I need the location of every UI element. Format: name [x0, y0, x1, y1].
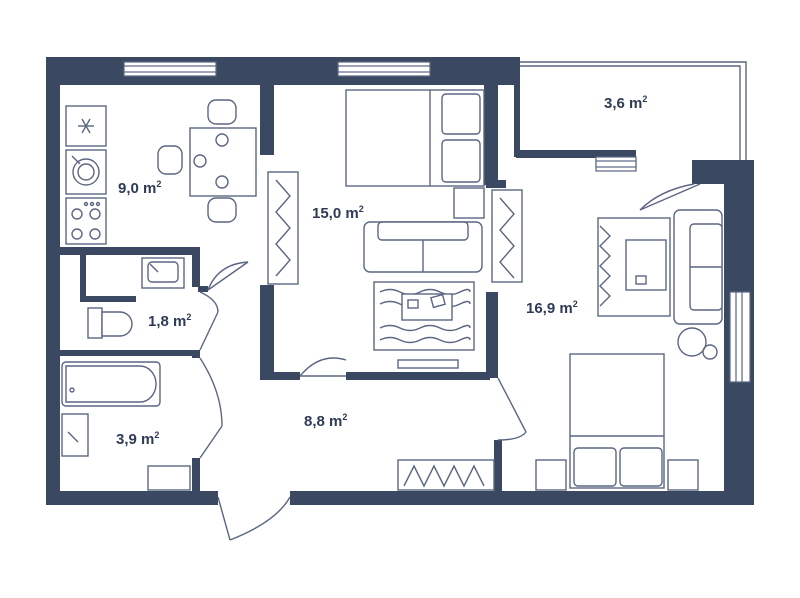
wardrobe [267, 171, 299, 285]
snowflake-icon [78, 118, 94, 134]
outer-walls [46, 57, 754, 505]
hall-area-label: 8,8 m2 [304, 412, 347, 430]
stove-icon [71, 201, 101, 240]
kitchen: 9,0 m2 [65, 99, 257, 245]
sink-icon [71, 155, 100, 186]
living-room: 16,9 m2 [491, 189, 723, 491]
toilet-icon [87, 307, 133, 339]
rug [373, 281, 475, 351]
bathtub-icon [61, 361, 161, 407]
bathroom-door [199, 425, 223, 459]
dining-table [157, 99, 257, 223]
bathroom-sink [61, 413, 89, 457]
armchair-sofa [673, 209, 723, 325]
bedroom: 15,0 m2 [267, 89, 485, 369]
balcony-area-label: 3,6 m2 [604, 94, 647, 112]
windows [123, 61, 751, 383]
hall-wardrobe [397, 459, 495, 491]
double-bed [345, 89, 485, 187]
nightstand [453, 187, 485, 219]
sink-icon [147, 261, 179, 283]
balcony [520, 61, 747, 211]
bedroom-area-label: 15,0 m2 [312, 204, 364, 222]
living-area-label: 16,9 m2 [526, 299, 578, 317]
nightstand-left [535, 459, 567, 491]
lamp [677, 327, 718, 360]
hall: 8,8 m2 [304, 412, 495, 491]
double-bed-2 [569, 353, 665, 489]
living-door [497, 377, 527, 433]
toilet-room: 1,8 m2 [87, 257, 191, 339]
toilet-door [199, 311, 219, 351]
kitchen-area-label: 9,0 m2 [118, 179, 161, 197]
wardrobe-2 [491, 189, 523, 283]
tv-stand [397, 359, 459, 369]
toilet-area-label: 1,8 m2 [148, 312, 191, 330]
inner-walls [60, 85, 636, 498]
kitchen-door [207, 261, 249, 291]
bathroom: 3,9 m2 [61, 361, 191, 491]
doors [199, 261, 527, 541]
washing-machine [147, 465, 191, 491]
living-rug [597, 217, 671, 317]
entrance-door [217, 496, 231, 541]
bathroom-area-label: 3,9 m2 [116, 430, 159, 448]
sofa [363, 221, 483, 273]
nightstand-right [667, 459, 699, 491]
